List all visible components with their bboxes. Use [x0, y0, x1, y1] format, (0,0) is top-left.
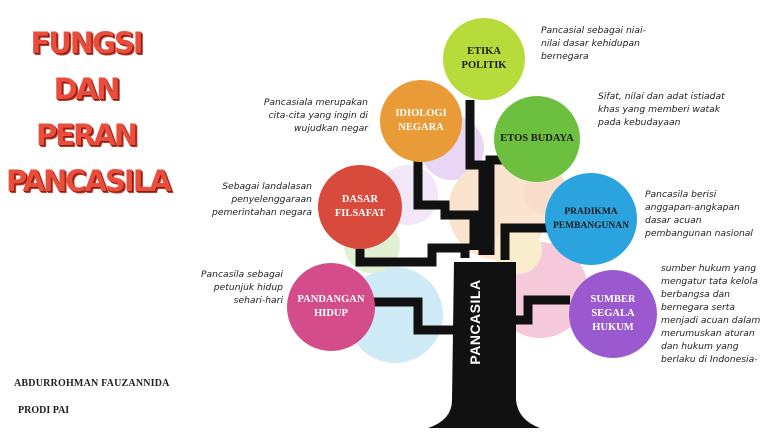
node-pradikma-pembangunan: PRADIKMA PEMBANGUNAN — [545, 173, 637, 265]
desc-pradikma-pembangunan: Pancasila berisi anggapan-angkapan dasar… — [645, 189, 753, 239]
desc-etika-politik: Pancasial sebagai niai-nilai dasar kehid… — [541, 25, 646, 62]
node-label: PANDANGAN HIDUP — [297, 294, 365, 319]
desc-sumber-segala-hukum: sumber hukum yang mengatur tata kelola b… — [661, 263, 761, 365]
node-label: ETIKA POLITIK — [461, 46, 507, 71]
branch-dasar — [355, 232, 470, 267]
branch-pradikma — [500, 223, 548, 260]
node-label: SUMBER SEGALA HUKUM — [590, 294, 636, 333]
title-line: DAN — [53, 72, 121, 106]
node-label: ETOS BUDAYA — [500, 133, 574, 144]
node-idiologi-negara: IDIOLOGI NEGARA — [380, 80, 462, 162]
page-title: FUNGSI DAN PERAN PANCASILA — [6, 20, 172, 204]
node-label: DASAR FILSAFAT — [334, 194, 386, 219]
node-sumber-segala-hukum: SUMBER SEGALA HUKUM — [569, 270, 657, 358]
node-etos-budaya: ETOS BUDAYA — [494, 96, 580, 182]
desc-pandangan-hidup: Pancasila sebagai petunjuk hidup sehari-… — [200, 269, 283, 306]
desc-idiologi-negara: Pancasiala merupakan cita-cita yang ingi… — [263, 97, 368, 134]
title-line: PERAN — [35, 118, 138, 152]
node-dasar-filsafat: DASAR FILSAFAT — [318, 165, 402, 249]
branch-sumber — [510, 295, 570, 325]
author-name: ABDURROHMAN FAUZANNIDA — [14, 378, 170, 389]
branch-etika — [465, 100, 488, 255]
title-line: FUNGSI — [30, 26, 143, 60]
tree-trunk — [428, 262, 540, 428]
trunk-label: PANCASILA — [467, 279, 483, 365]
desc-dasar-filsafat: Sebagai landalasan penyelenggaraan pemer… — [211, 181, 312, 218]
node-pandangan-hidup: PANDANGAN HIDUP — [287, 263, 375, 351]
node-label: IDIOLOGI NEGARA — [395, 108, 447, 133]
desc-etos-budaya: Sifat, nilai dan adat istiadat khas yang… — [598, 91, 725, 128]
branch-ideologi — [413, 160, 479, 250]
study-program: PRODI PAI — [18, 405, 70, 416]
node-label: PRADIKMA PEMBANGUNAN — [553, 207, 629, 231]
title-line: PANCASILA — [6, 164, 172, 198]
node-etika-politik: ETIKA POLITIK — [443, 18, 525, 100]
branch-pandangan — [370, 297, 455, 335]
